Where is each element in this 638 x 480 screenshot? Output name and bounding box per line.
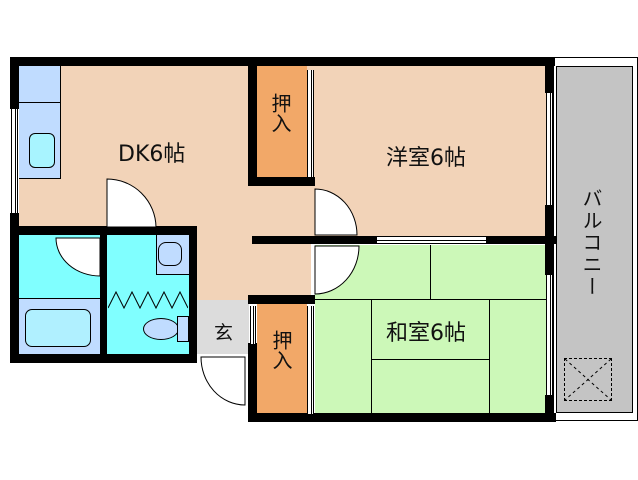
toilet-tank-icon xyxy=(177,316,189,342)
tatami-mat xyxy=(371,359,490,415)
balcony xyxy=(556,66,633,413)
washbasin-icon xyxy=(156,235,189,275)
wall xyxy=(189,226,197,363)
closet-lower xyxy=(257,304,307,414)
wall xyxy=(248,66,257,186)
entrance-door-icon[interactable] xyxy=(200,356,246,406)
genkan-label: 玄 xyxy=(214,322,234,344)
sliding-door[interactable] xyxy=(377,236,486,244)
fridge-space xyxy=(19,66,61,103)
closet-lower-label: 押入 xyxy=(269,330,293,370)
wall xyxy=(545,395,554,422)
curtain-icon xyxy=(108,290,188,310)
sliding-door[interactable] xyxy=(307,70,314,177)
door-swing-icon[interactable] xyxy=(55,237,101,277)
wall xyxy=(10,57,19,109)
door-swing-icon[interactable] xyxy=(314,245,360,295)
window[interactable] xyxy=(546,93,553,205)
wall xyxy=(100,235,107,355)
window[interactable] xyxy=(11,109,18,213)
wall xyxy=(248,177,315,186)
balcony-label: バルコニー xyxy=(579,188,603,298)
wall xyxy=(486,236,556,244)
wall xyxy=(252,236,377,244)
sliding-door[interactable] xyxy=(307,306,314,414)
tatami-mat xyxy=(430,245,547,300)
door-swing-icon[interactable] xyxy=(314,188,358,236)
sink-icon xyxy=(29,133,55,168)
wall xyxy=(248,295,315,304)
toilet-icon xyxy=(143,318,179,340)
dk-label: DK6帖 xyxy=(118,142,186,167)
sliding-door[interactable] xyxy=(250,306,256,344)
wall xyxy=(10,213,19,363)
bathtub-icon xyxy=(25,309,91,347)
western-room-label: 洋室6帖 xyxy=(386,146,466,171)
japanese-room-label: 和室6帖 xyxy=(386,321,466,346)
door-swing-icon[interactable] xyxy=(106,178,158,228)
wall xyxy=(10,354,197,363)
wall xyxy=(545,205,554,275)
window[interactable] xyxy=(546,275,553,395)
wall xyxy=(10,57,555,66)
closet-upper xyxy=(256,66,307,177)
wall xyxy=(545,57,554,93)
wall xyxy=(248,413,556,422)
japanese-room xyxy=(315,245,547,415)
wall xyxy=(248,343,257,422)
closet-upper-label: 押入 xyxy=(268,93,292,133)
evacuation-hatch-icon xyxy=(564,358,612,401)
wall xyxy=(10,226,197,235)
genkan xyxy=(197,300,249,354)
